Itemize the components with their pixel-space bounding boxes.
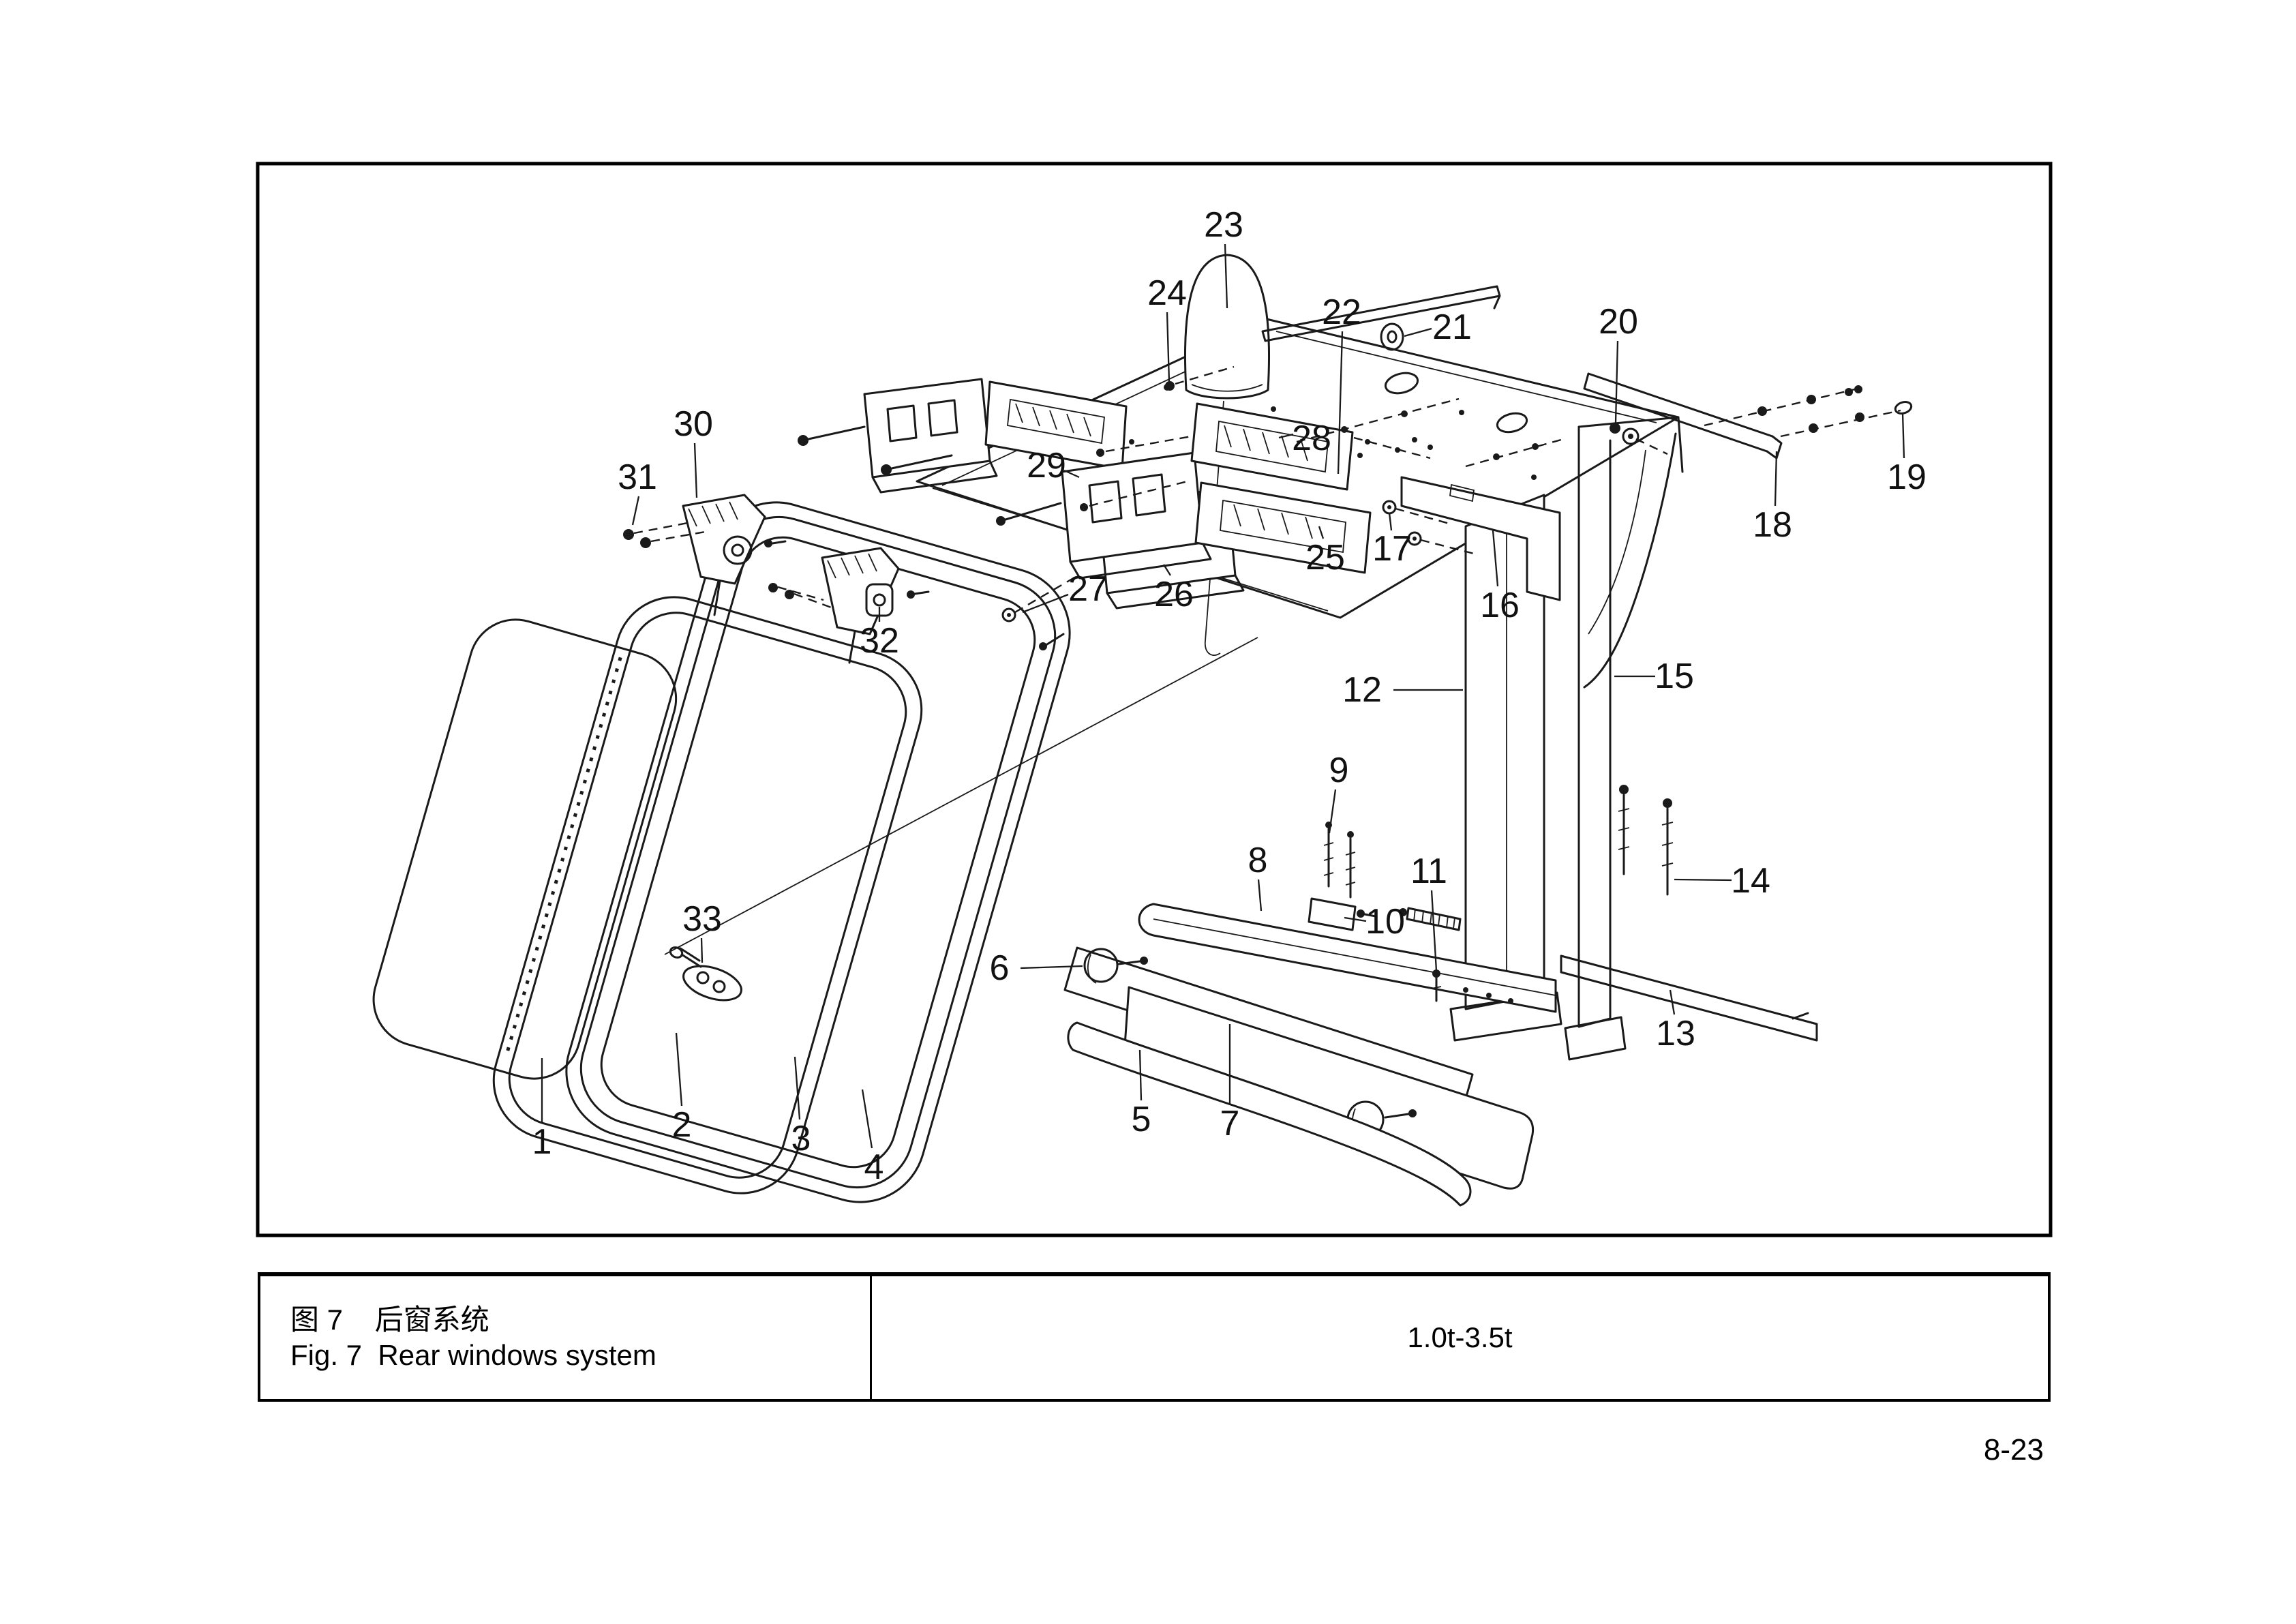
frame-grommet-square: [865, 583, 930, 617]
callout-17-leader: [1388, 512, 1393, 531]
callout-13-leader: [1669, 989, 1676, 1015]
callout-19-leader: [1901, 412, 1905, 459]
callout-32: 32: [860, 621, 899, 661]
callout-28: 28: [1292, 419, 1331, 458]
mounting-bracket-cluster: [798, 378, 1562, 650]
callout-10: 10: [1365, 902, 1405, 942]
callout-23: 23: [1204, 205, 1243, 245]
figure-caption-en: Fig. 7 Rear windows system: [290, 1339, 656, 1371]
callout-4: 4: [864, 1147, 884, 1187]
callout-25: 25: [1305, 538, 1345, 577]
channel-screws: [1704, 385, 1913, 438]
callout-15: 15: [1655, 657, 1694, 696]
callout-22: 22: [1322, 292, 1361, 332]
callout-18-leader: [1774, 451, 1778, 507]
callout-2: 2: [672, 1105, 692, 1145]
dome-lamp: [1183, 254, 1271, 656]
callout-29: 29: [1027, 446, 1066, 485]
callout-26: 26: [1154, 575, 1194, 614]
panel-grommet: [1380, 322, 1404, 351]
window-latch: [669, 946, 742, 1002]
callout-26-leader: [1163, 564, 1171, 576]
dome-screw: [1165, 365, 1235, 391]
caption-divider: [870, 1276, 872, 1399]
callout-2-leader: [675, 1032, 683, 1107]
brace-pin: [1431, 969, 1442, 1002]
callout-9-leader: [1328, 789, 1337, 834]
callout-22-leader: [1337, 331, 1344, 475]
callout-33: 33: [682, 899, 722, 939]
callout-3: 3: [791, 1119, 811, 1158]
construction-line: [664, 637, 1258, 955]
callout-33-leader: [700, 937, 704, 963]
model-range-cell: 1.0t-3.5t: [872, 1276, 2048, 1399]
callout-8: 8: [1248, 841, 1268, 880]
callout-20-leader: [1614, 340, 1619, 423]
callout-10-leader: [1344, 916, 1367, 922]
rear-panel-assembly: [798, 254, 1913, 1061]
callout-5-leader: [1138, 1049, 1143, 1101]
upper-brace-bar: [1138, 903, 1557, 1013]
callout-6-leader: [1020, 965, 1083, 969]
callout-4-leader: [861, 1089, 873, 1149]
callout-3-leader: [794, 1056, 801, 1120]
callout-27-leader: [1022, 593, 1069, 614]
callout-24-leader: [1166, 312, 1170, 382]
callout-6: 6: [990, 948, 1010, 988]
callout-29-leader: [1063, 469, 1080, 479]
corner-bracket: [1382, 476, 1561, 601]
callout-12: 12: [1342, 670, 1382, 710]
callout-30: 30: [674, 404, 713, 444]
callout-11: 11: [1410, 852, 1447, 891]
callout-18: 18: [1753, 505, 1792, 545]
callout-21-leader: [1404, 327, 1432, 337]
callout-31: 31: [618, 457, 657, 497]
callout-24: 24: [1147, 273, 1187, 313]
model-range: 1.0t-3.5t: [1407, 1321, 1513, 1353]
page-number: 8-23: [1983, 1433, 2044, 1467]
window-sash-frame: [492, 596, 923, 1194]
callout-8-leader: [1257, 879, 1263, 912]
hinge-bolts: [623, 521, 834, 610]
callout-11-leader: [1430, 890, 1438, 972]
figure-caption-cn: 图 7 后窗系统: [290, 1304, 489, 1336]
figure-caption-table: 图 7 后窗系统 Fig. 7 Rear windows system 1.0t…: [258, 1272, 2051, 1402]
callout-13: 13: [1656, 1014, 1695, 1053]
callout-23-leader: [1224, 243, 1228, 309]
callout-30-leader: [693, 442, 698, 498]
corner-bolt: [1610, 423, 1668, 455]
callout-21: 21: [1432, 307, 1472, 347]
callout-14-leader: [1674, 878, 1732, 882]
callout-16-leader: [1492, 530, 1499, 587]
brace-screws: [1323, 822, 1356, 899]
callout-27: 27: [1068, 569, 1108, 609]
callout-14: 14: [1731, 861, 1770, 901]
callout-1: 1: [532, 1122, 552, 1162]
callout-28-leader: [1278, 433, 1294, 439]
figure-caption-cell: 图 7 后窗系统 Fig. 7 Rear windows system: [260, 1276, 870, 1399]
callout-31-leader: [631, 496, 640, 526]
upper-cross-channel: [1583, 372, 1783, 460]
callout-25-leader: [1318, 526, 1325, 539]
callout-7: 7: [1220, 1104, 1240, 1143]
rear-window-assembly: [372, 494, 1071, 1203]
bottom-angle-bar: [1560, 954, 1818, 1042]
callout-17: 17: [1372, 529, 1412, 569]
callout-5: 5: [1132, 1100, 1151, 1139]
frame-grommet-round: [723, 535, 787, 565]
foot-screws: [1618, 785, 1674, 896]
callout-19: 19: [1887, 457, 1927, 497]
lower-brace-assembly: [1063, 785, 1818, 1207]
stay-rod: [1261, 285, 1501, 342]
callout-9: 9: [1329, 751, 1349, 790]
window-glass: [372, 618, 678, 1080]
callout-16: 16: [1480, 586, 1520, 625]
callout-20: 20: [1599, 302, 1638, 342]
